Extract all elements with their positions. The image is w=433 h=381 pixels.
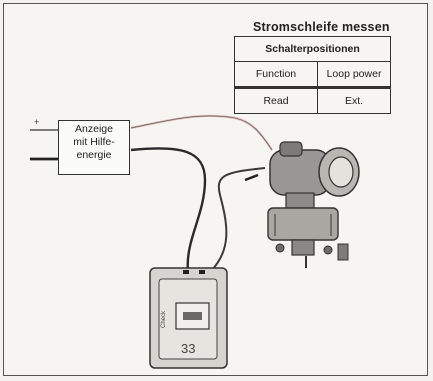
- table-row: Read Ext.: [234, 87, 391, 114]
- meter-dial-glyph: 33: [181, 341, 195, 356]
- table-cell: Ext.: [317, 87, 391, 114]
- dark-wire: [130, 147, 207, 273]
- handheld-meter-icon: 33 Check: [149, 267, 228, 369]
- supply-label-line: Anzeige: [75, 123, 113, 135]
- table-cell: Loop power: [317, 61, 391, 89]
- meter-side-label: Check: [161, 310, 167, 328]
- power-supply-box: Anzeige mit Hilfe- energie: [58, 120, 130, 175]
- table-row: Function Loop power: [234, 61, 391, 89]
- switch-position-table: Schalterpositionen Function Loop power R…: [234, 36, 391, 114]
- diagram-title: Stromschleife messen: [253, 20, 390, 34]
- supply-label-line: mit Hilfe-: [73, 136, 115, 148]
- supply-label-line: energie: [76, 149, 112, 161]
- table-header: Schalterpositionen: [234, 36, 391, 62]
- meter-wire: [209, 167, 266, 273]
- transmitter-icon: [267, 141, 360, 268]
- light-wire: [130, 114, 273, 151]
- plus-terminal-label: +: [34, 117, 39, 127]
- wire-clip: [244, 173, 259, 182]
- light-wire-outline: [130, 115, 273, 151]
